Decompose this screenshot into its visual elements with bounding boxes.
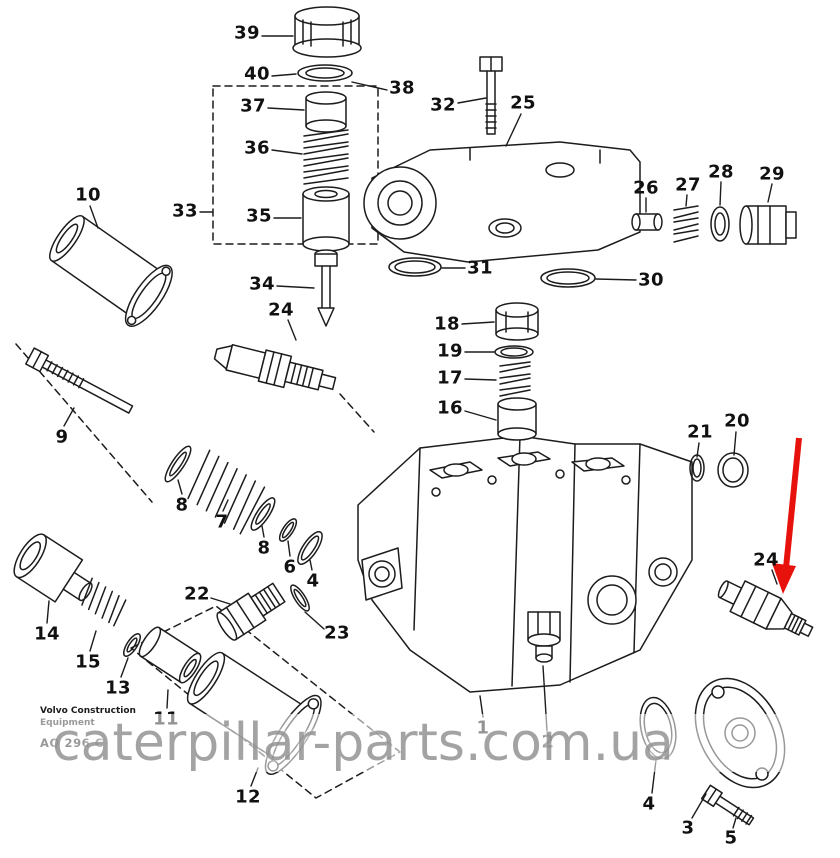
part-9-stud <box>25 347 134 414</box>
part-28-washer <box>710 206 730 242</box>
part-31-oring <box>388 257 442 277</box>
part-14-plug <box>13 533 93 603</box>
part-3-flange-cover <box>694 677 786 789</box>
part-24-cartridge-right <box>717 580 814 637</box>
part-17-spring <box>499 361 531 397</box>
part-8-washer-inner <box>250 497 276 531</box>
part-20-cap <box>717 452 749 488</box>
part-16-plug <box>497 397 537 441</box>
part-37-plug <box>305 91 347 133</box>
part-10-sleeve <box>49 214 173 327</box>
part-19-ring <box>494 345 534 359</box>
part-25-housing <box>363 141 641 263</box>
part-34-poppet <box>314 249 338 327</box>
part-27-spring <box>673 205 699 243</box>
publisher-line1: Volvo Construction <box>40 706 136 716</box>
part-18-cap <box>495 302 539 341</box>
part-13-ring <box>123 633 141 657</box>
drawing-reference: AQ 296 C <box>40 736 104 751</box>
part-4-oring-upper <box>297 531 323 565</box>
part-22-hex-plug <box>216 582 286 641</box>
leader-lines <box>46 35 778 829</box>
part-1-valve-body <box>357 435 693 693</box>
part-35-sleeve <box>302 186 350 252</box>
part-36-spring <box>303 129 349 185</box>
highlight-arrow <box>772 437 802 594</box>
part-40-ring <box>297 64 353 82</box>
part-6-ring <box>278 518 298 542</box>
part-11-piston <box>138 626 202 684</box>
part-23-oring <box>290 584 310 612</box>
part-29-hex-plug <box>739 205 797 245</box>
part-8-washer-outer <box>164 445 192 483</box>
part-4-oring-lower <box>639 696 677 760</box>
part-5-bolt <box>700 784 755 826</box>
part-30-oring <box>540 268 596 288</box>
part-39-cap <box>292 6 362 58</box>
publisher-line2: Equipment <box>40 717 95 728</box>
part-15-spring <box>81 577 127 627</box>
part-2-plug <box>527 611 561 663</box>
part-7-spring <box>187 449 266 535</box>
publisher-block: Volvo Construction Equipment AQ 296 C <box>40 706 136 751</box>
part-32-bolt <box>479 56 503 135</box>
part-24-cartridge-left <box>213 343 337 391</box>
part-26-plug <box>631 213 663 231</box>
